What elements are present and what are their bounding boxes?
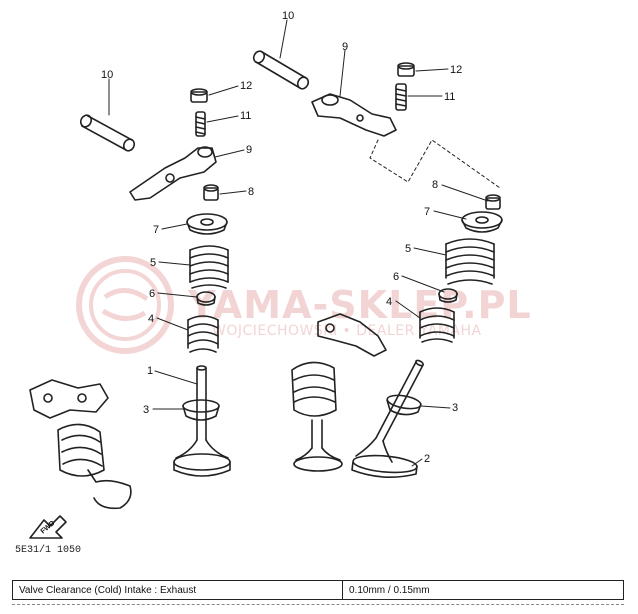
callout-9-left: 9 xyxy=(246,144,252,156)
callout-8-left: 8 xyxy=(248,186,254,198)
callout-12-left: 12 xyxy=(240,80,252,92)
adjusting-screw-right xyxy=(395,83,407,111)
intake-valve-left xyxy=(173,365,231,477)
spring-retainer-right xyxy=(461,211,503,233)
callout-3-right: 3 xyxy=(452,402,458,414)
valve-guide-seal-right xyxy=(386,394,422,416)
bottom-divider xyxy=(12,604,624,605)
callout-labels: 10 12 11 9 8 7 5 6 4 1 3 10 9 12 11 8 7 … xyxy=(101,10,462,465)
fwd-arrow-icon xyxy=(29,515,67,539)
callout-5-left: 5 xyxy=(150,257,156,269)
valve-clearance-table: Valve Clearance (Cold) Intake : Exhaust … xyxy=(12,580,624,600)
callout-12-right: 12 xyxy=(450,64,462,76)
cylinder-head-sketch-middle xyxy=(291,313,387,472)
callout-11-right: 11 xyxy=(444,91,455,103)
spring-seat-right xyxy=(438,288,458,303)
rocker-shaft-left xyxy=(79,114,136,152)
watermark: YAMA-SKLEP.PL WOJCIECHOWSKI • DEALER YAM… xyxy=(76,256,532,354)
adjusting-screw-left xyxy=(195,111,206,137)
callout-4-right: 4 xyxy=(386,296,392,308)
valve-cap-right xyxy=(485,194,501,210)
spring-retainer-left xyxy=(186,213,228,235)
valve-guide-seal-left xyxy=(182,399,220,421)
callout-6-right: 6 xyxy=(393,271,399,283)
valve-clearance-label: Valve Clearance (Cold) Intake : Exhaust xyxy=(13,581,343,599)
cylinder-head-sketch-left xyxy=(29,379,132,510)
outer-spring-left xyxy=(189,245,229,289)
callout-7-right: 7 xyxy=(424,206,430,218)
locknut-right xyxy=(397,62,415,77)
callout-4-left: 4 xyxy=(148,313,154,325)
watermark-logo-icon xyxy=(76,256,174,354)
rocker-arm-right xyxy=(311,93,397,137)
callout-11-left: 11 xyxy=(240,110,251,122)
watermark-main-text: YAMA-SKLEP.PL xyxy=(187,283,532,327)
locknut-left xyxy=(190,88,208,103)
rocker-arm-left xyxy=(129,146,217,201)
callout-8-right: 8 xyxy=(432,179,438,191)
leader-lines xyxy=(108,19,489,467)
inner-spring-right xyxy=(419,307,455,343)
callout-10-left: 10 xyxy=(101,69,113,81)
outer-spring-right xyxy=(445,238,495,285)
callout-10-right: 10 xyxy=(282,10,294,22)
rocker-shaft-right xyxy=(252,50,310,90)
callout-5-right: 5 xyxy=(405,243,411,255)
callout-3-left: 3 xyxy=(143,404,149,416)
drawing-code: 5E31/1 1050 xyxy=(15,545,82,556)
valve-clearance-value: 0.10mm / 0.15mm xyxy=(349,585,430,596)
exhaust-valve-right xyxy=(351,359,424,478)
valve-train-exploded-diagram: YAMA-SKLEP.PL WOJCIECHOWSKI • DEALER YAM… xyxy=(29,10,532,539)
valve-cap-left xyxy=(203,184,219,201)
watermark-sub-text: WOJCIECHOWSKI • DEALER YAMAHA xyxy=(212,323,482,339)
callout-9-right: 9 xyxy=(342,41,348,53)
callout-2-right: 2 xyxy=(424,453,430,465)
callout-1-left: 1 xyxy=(147,365,153,377)
inner-spring-left xyxy=(187,315,219,353)
callout-7-left: 7 xyxy=(153,224,159,236)
callout-6-left: 6 xyxy=(149,288,155,300)
assembly-guide-line xyxy=(369,139,501,189)
